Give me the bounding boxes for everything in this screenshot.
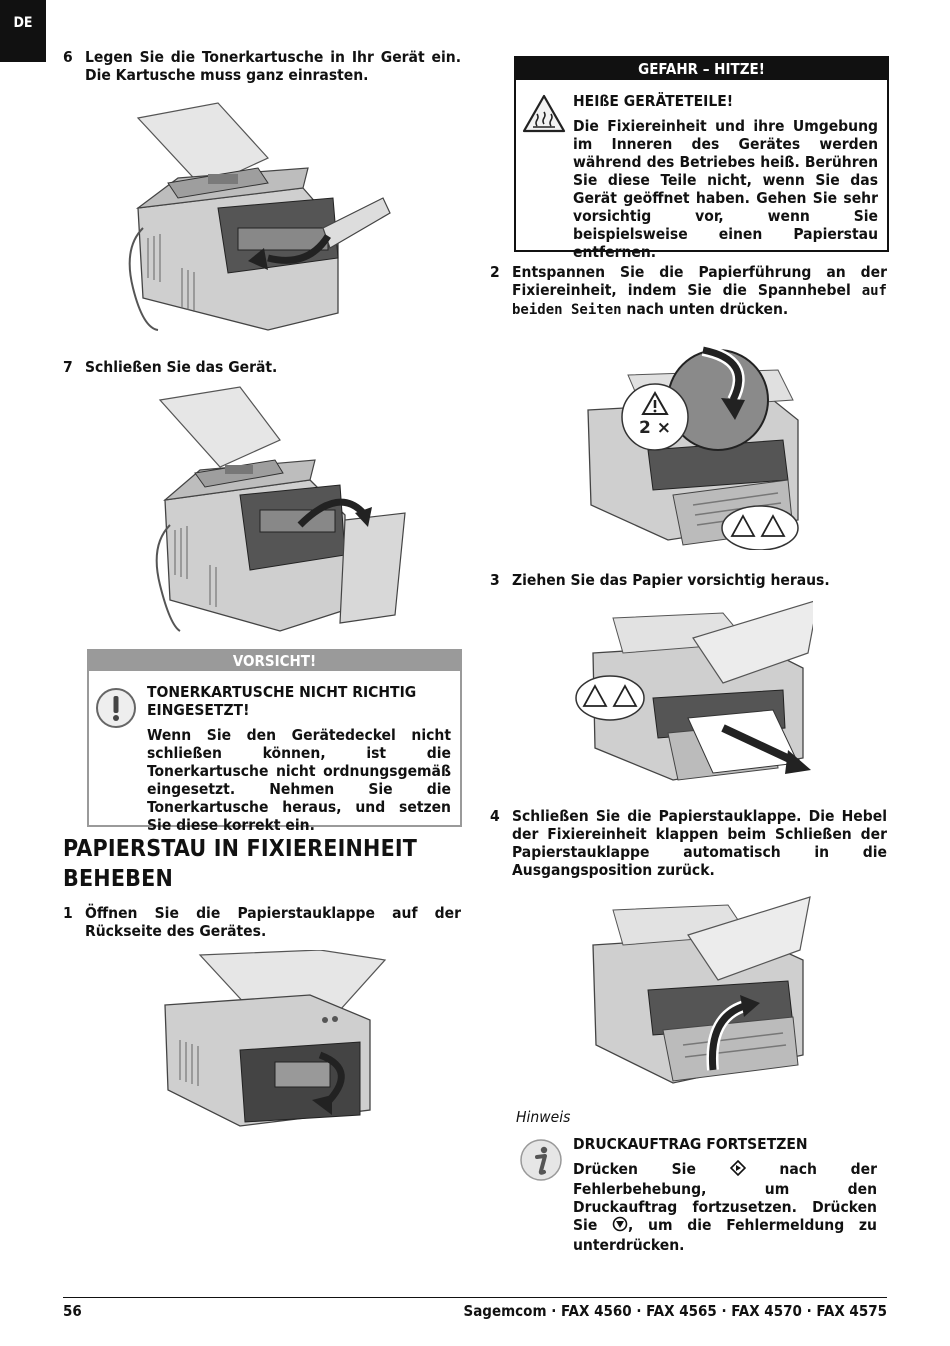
step-number: 2 — [490, 263, 500, 281]
step-text: Entspannen Sie die Papierführung an der … — [512, 263, 887, 318]
step-number: 3 — [490, 571, 500, 589]
hot-surface-icon — [522, 94, 566, 138]
hint-label: Hinweis — [516, 1108, 571, 1126]
step-number: 4 — [490, 807, 500, 825]
step-3: 3 Ziehen Sie das Papier vorsichtig herau… — [490, 571, 887, 589]
danger-box: GEFAHR – HITZE! HEIßE GERÄTETEILE! Die F… — [514, 56, 889, 261]
step-2: 2 Entspannen Sie die Papierführung an de… — [490, 263, 887, 319]
illustration-release-levers: 2 × — [583, 330, 803, 550]
step-6: 6 Legen Sie die Tonerkartusche in Ihr Ge… — [63, 48, 461, 84]
step-text: Schließen Sie das Gerät. — [85, 358, 278, 376]
section-title: PAPIERSTAU IN FIXIEREINHEIT BEHEBEN — [63, 836, 418, 892]
hint-text: Drücken Sie nach der Fehlerbehebung, um … — [573, 1159, 877, 1254]
caution-text: Wenn Sie den Gerätedeckel nicht schließe… — [147, 726, 451, 834]
exclamation-icon — [95, 687, 137, 733]
step-4: 4 Schließen Sie die Papierstauklappe. Di… — [490, 807, 887, 879]
language-tab: DE — [0, 0, 46, 62]
danger-header: GEFAHR – HITZE! — [516, 58, 887, 80]
start-key-icon — [729, 1159, 746, 1180]
illustration-open-flap — [160, 950, 388, 1128]
info-icon — [519, 1138, 563, 1186]
step-number: 1 — [63, 904, 73, 922]
caution-title: TONERKARTUSCHE NICHT RICHTIG EINGESETZT! — [147, 683, 417, 719]
step-text: Schließen Sie die Papierstauklappe. Die … — [512, 807, 887, 879]
caution-box: VORSICHT! TONERKARTUSCHE NICHT RICHTIG E… — [87, 649, 462, 834]
illustration-insert-toner — [118, 98, 393, 334]
caution-header: VORSICHT! — [89, 651, 460, 671]
step-text: Öffnen Sie die Papierstauklappe auf der … — [85, 904, 461, 940]
hint-title: DRUCKAUFTRAG FORTSETZEN — [573, 1135, 808, 1153]
page-number: 56 — [63, 1302, 82, 1320]
step-7: 7 Schließen Sie das Gerät. — [63, 358, 461, 376]
step-text: Legen Sie die Tonerkartusche in Ihr Gerä… — [85, 48, 461, 84]
illustration-close-flap — [588, 895, 813, 1085]
illustration-pull-paper — [573, 598, 813, 782]
step-text: Ziehen Sie das Papier vorsichtig heraus. — [512, 571, 830, 589]
step-number: 6 — [63, 48, 73, 66]
badge-2x: 2 × — [639, 418, 671, 438]
stop-key-icon — [612, 1216, 628, 1236]
footer-rule — [63, 1297, 887, 1298]
footer-product: Sagemcom · FAX 4560 · FAX 4565 · FAX 457… — [463, 1302, 887, 1320]
danger-title: HEIßE GERÄTETEILE! — [573, 92, 734, 110]
illustration-close-device — [150, 385, 415, 633]
step-number: 7 — [63, 358, 73, 376]
step-1: 1 Öffnen Sie die Papierstauklappe auf de… — [63, 904, 461, 940]
danger-text: Die Fixiereinheit und ihre Umgebung im I… — [573, 117, 878, 261]
